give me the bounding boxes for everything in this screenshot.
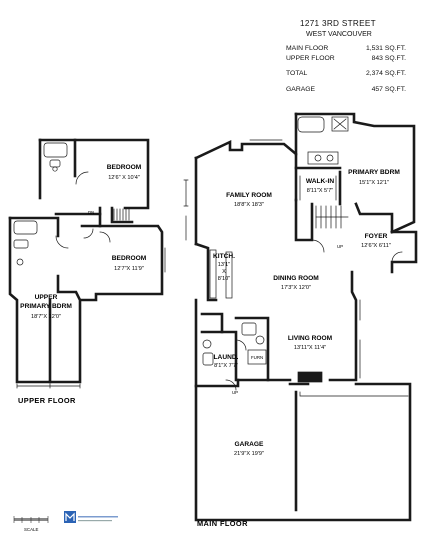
stat-label: TOTAL [286,70,308,78]
main-primary-name: PRIMARY BDRM [348,169,400,176]
living-room-name: LIVING ROOM [288,335,333,342]
walkin-dim: 8'11"X 5'7" [307,188,334,194]
property-address: 1271 3RD STREET [300,19,376,28]
stat-label: MAIN FLOOR [286,45,329,52]
upper-bedroom1-dim: 12'6" X 10'4" [108,175,140,181]
stat-value: 2,374 SQ.FT. [365,70,406,78]
family-room-name: FAMILY ROOM [226,192,272,199]
upper-bedroom1-name: BEDROOM [107,164,142,171]
scale-label: SCALE [24,527,38,532]
stat-value: 1,531 SQ.FT. [365,45,406,52]
scale-bar: SCALE [13,516,49,532]
garage-dim: 21'9"X 19'9" [234,451,264,457]
stat-garage: GARAGE 457 SQ.FT. [286,85,406,95]
kitchen-dim1: 13'1" [218,262,230,268]
stat-total: TOTAL 2,374 SQ.FT. [286,69,406,79]
kitchen-dim2: 8'10" [218,276,230,282]
upper-dn-mark: DN [88,210,94,215]
company-logo [64,511,118,523]
main-floor-label: MAIN FLOOR [197,519,248,528]
kitchen-x: X [222,269,226,275]
stat-main-floor: MAIN FLOOR 1,531 SQ.FT. [286,44,406,54]
area-summary: MAIN FLOOR 1,531 SQ.FT. UPPER FLOOR 843 … [286,44,406,94]
foyer-dim: 12'6"X 6'11" [361,243,391,249]
laundry-name: LAUND. [214,354,239,361]
living-room-dim: 13'11"X 11'4" [294,345,326,351]
upper-floor-fixtures [13,142,166,389]
laundry-dim: 8'1"X 7'7" [214,363,238,369]
dining-room-name: DINING ROOM [273,275,319,282]
foyer-name: FOYER [365,233,388,240]
upper-floor-walls [8,138,164,384]
main-floor-walls [194,112,418,522]
stat-value: 843 SQ.FT. [371,54,406,62]
kitchen-name: KITCH. [213,253,235,260]
upper-primary-name2: PRIMARY BDRM [20,303,72,310]
property-city: WEST VANCOUVER [306,31,372,38]
stat-label: GARAGE [286,85,316,93]
upper-floor-label: UPPER FLOOR [18,396,76,405]
family-room-dim: 18'8"X 18'3" [234,202,264,208]
dining-room-dim: 17'3"X 12'0" [281,285,311,291]
upper-primary-dim: 18'7"X 12'0" [31,314,61,320]
main-up-mark: UP [337,244,343,249]
main-primary-dim: 15'1"X 12'1" [359,180,389,186]
furnace-label: FURN [251,355,263,360]
stat-value: 457 SQ.FT. [371,85,406,93]
upper-bedroom2-dim: 12'7"X 11'9" [114,266,144,272]
upper-primary-name1: UPPER [35,294,58,301]
stat-label: UPPER FLOOR [286,54,335,62]
garage-up-mark: UP [232,390,238,395]
garage-name: GARAGE [235,441,265,448]
upper-bedroom2-name: BEDROOM [112,255,147,262]
walkin-name: WALK-IN [306,178,334,185]
stat-upper-floor: UPPER FLOOR 843 SQ.FT. [286,54,406,64]
main-floor-fixtures [183,116,409,397]
